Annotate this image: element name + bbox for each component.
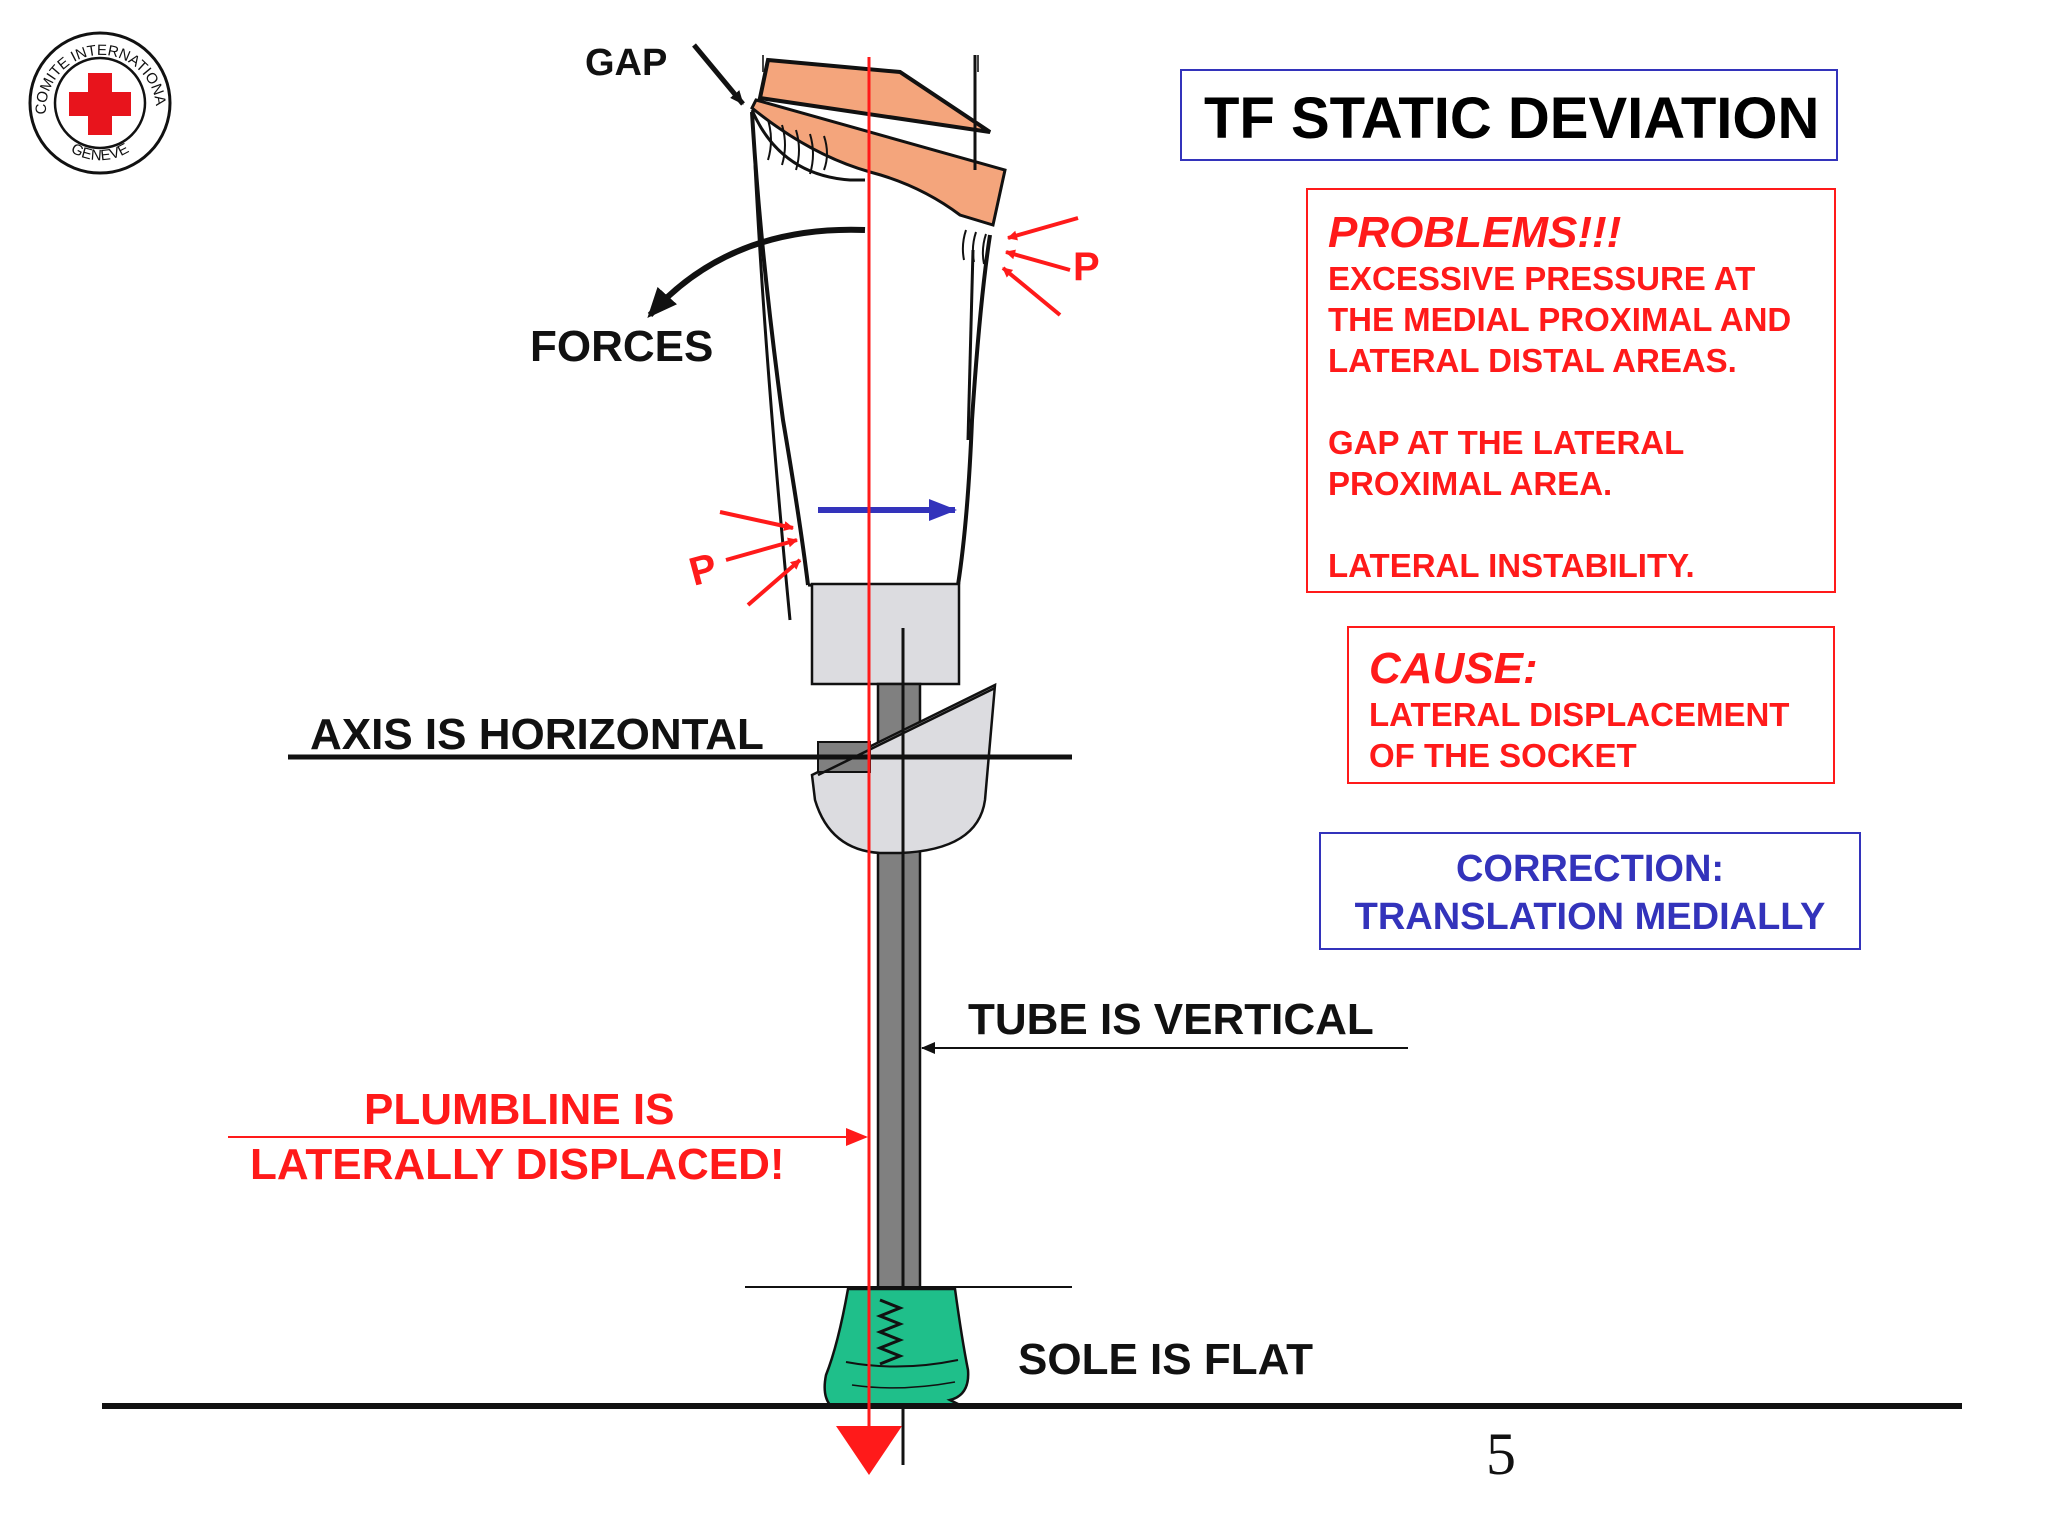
correction-text: TRANSLATION MEDIALLY: [1354, 896, 1826, 938]
socket-brim: [750, 57, 1007, 227]
cause-line: OF THE SOCKET: [1369, 737, 1637, 774]
problems-heading: PROBLEMS!!!: [1328, 208, 1622, 257]
plumbline-label-line1: PLUMBLINE IS: [364, 1085, 675, 1134]
cause-line: LATERAL DISPLACEMENT: [1369, 696, 1790, 733]
socket-adapter: [810, 582, 961, 686]
correction-heading: CORRECTION:: [1455, 848, 1725, 890]
spring-icon: [875, 1298, 905, 1366]
problems-box: PROBLEMS!!! EXCESSIVE PRESSURE AT THE ME…: [1306, 188, 1836, 593]
socket-walls: [753, 55, 977, 621]
pressure-label-top: P: [1073, 245, 1100, 289]
pressure-arrows-top: [1001, 216, 1079, 317]
gap-label: GAP: [585, 42, 668, 84]
plumbline-arrowhead-icon: [836, 1426, 902, 1475]
problems-line: GAP AT THE LATERAL: [1328, 424, 1685, 461]
correction-box: CORRECTION: TRANSLATION MEDIALLY: [1319, 832, 1861, 950]
page-number: 5: [1486, 1421, 1516, 1487]
axis-label: AXIS IS HORIZONTAL: [310, 710, 764, 759]
problems-line: PROXIMAL AREA.: [1328, 465, 1613, 502]
problems-line: LATERAL DISTAL AREAS.: [1328, 342, 1737, 379]
prosthetic-foot: [823, 1287, 970, 1407]
cause-box: CAUSE: LATERAL DISPLACEMENT OF THE SOCKE…: [1347, 626, 1835, 784]
slide-title: TF STATIC DEVIATION: [1204, 86, 1820, 151]
problems-line: EXCESSIVE PRESSURE AT: [1328, 260, 1756, 297]
gap-arrow: [692, 43, 745, 106]
sole-label: SOLE IS FLAT: [1018, 1335, 1313, 1384]
tube-label: TUBE IS VERTICAL: [968, 995, 1374, 1044]
title-box: TF STATIC DEVIATION: [1180, 69, 1838, 161]
forces-arrow: [647, 226, 866, 318]
forces-label: FORCES: [530, 322, 714, 371]
problems-line: LATERAL INSTABILITY.: [1328, 547, 1695, 584]
pressure-arrows-bottom: [719, 510, 802, 607]
cause-heading: CAUSE:: [1369, 644, 1538, 693]
icrc-logo: [28, 31, 172, 175]
plumbline-label-line2: LATERALLY DISPLACED!: [250, 1140, 785, 1189]
problems-line: THE MEDIAL PROXIMAL AND: [1328, 301, 1792, 338]
